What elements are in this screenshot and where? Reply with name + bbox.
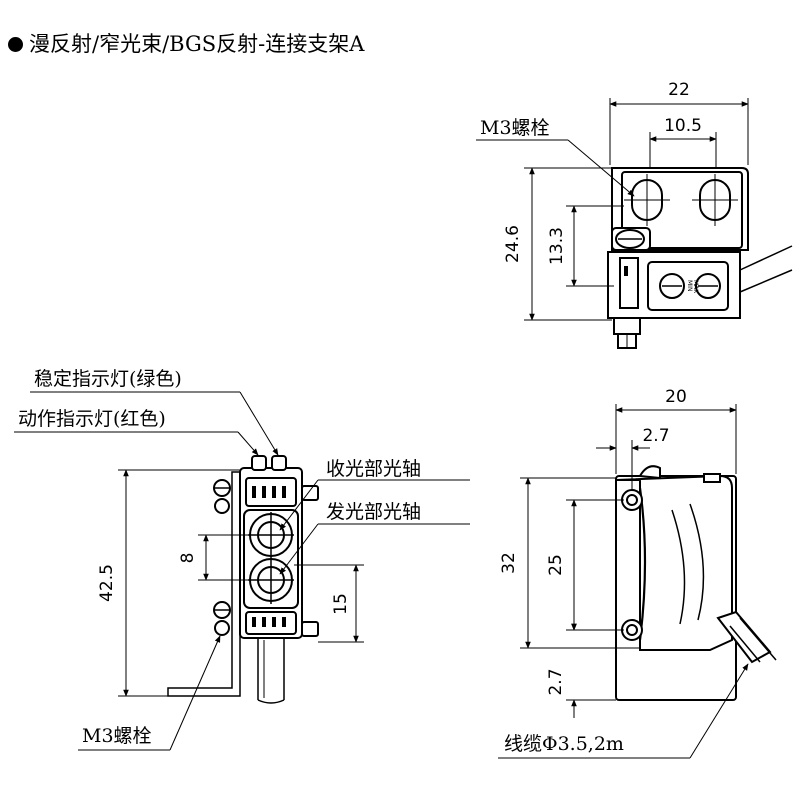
receiver-axis-label: 收光部光轴 <box>326 458 421 480</box>
min-label: MIN <box>686 280 693 291</box>
bullet-icon <box>8 37 23 52</box>
dim-top-hole-height: 13.3 <box>547 227 567 265</box>
m3-bolt-bottom-label: M3螺栓 <box>82 725 152 747</box>
dim-front-height: 42.5 <box>97 564 117 602</box>
front-view: 42.5 8 15 稳定指示灯(绿色) 动作指示灯(红色) 收光部光轴 发光部光… <box>14 368 470 751</box>
emitter-axis-label: 发光部光轴 <box>326 501 421 523</box>
dim-top-width: 22 <box>668 80 690 100</box>
top-view: 22 10.5 MIN MAX <box>476 80 793 349</box>
cable-label: 线缆Φ3.5,2m <box>504 733 624 755</box>
dim-lens-gap: 8 <box>178 553 198 564</box>
action-led-label: 动作指示灯(红色) <box>18 408 166 430</box>
m3-bolt-top-label: M3螺栓 <box>480 117 550 139</box>
dim-lens-height: 15 <box>331 593 351 615</box>
dim-hole-spacing-side: 25 <box>546 554 566 576</box>
title-text: 漫反射/窄光束/BGS反射-连接支架A <box>29 32 365 56</box>
dim-side-height: 32 <box>499 552 519 574</box>
dim-side-offset: 2.7 <box>642 426 669 446</box>
dim-side-width: 20 <box>665 387 687 407</box>
diagram-title: 漫反射/窄光束/BGS反射-连接支架A <box>8 28 364 58</box>
max-label: MAX <box>692 280 699 293</box>
dim-side-bottom: 2.7 <box>546 668 566 695</box>
stable-led-label: 稳定指示灯(绿色) <box>34 368 182 390</box>
dim-top-height: 24.6 <box>503 225 523 263</box>
dim-hole-spacing: 10.5 <box>664 116 702 136</box>
side-view: 20 2.7 32 25 2.7 线缆Φ3.5,2m <box>498 387 777 759</box>
